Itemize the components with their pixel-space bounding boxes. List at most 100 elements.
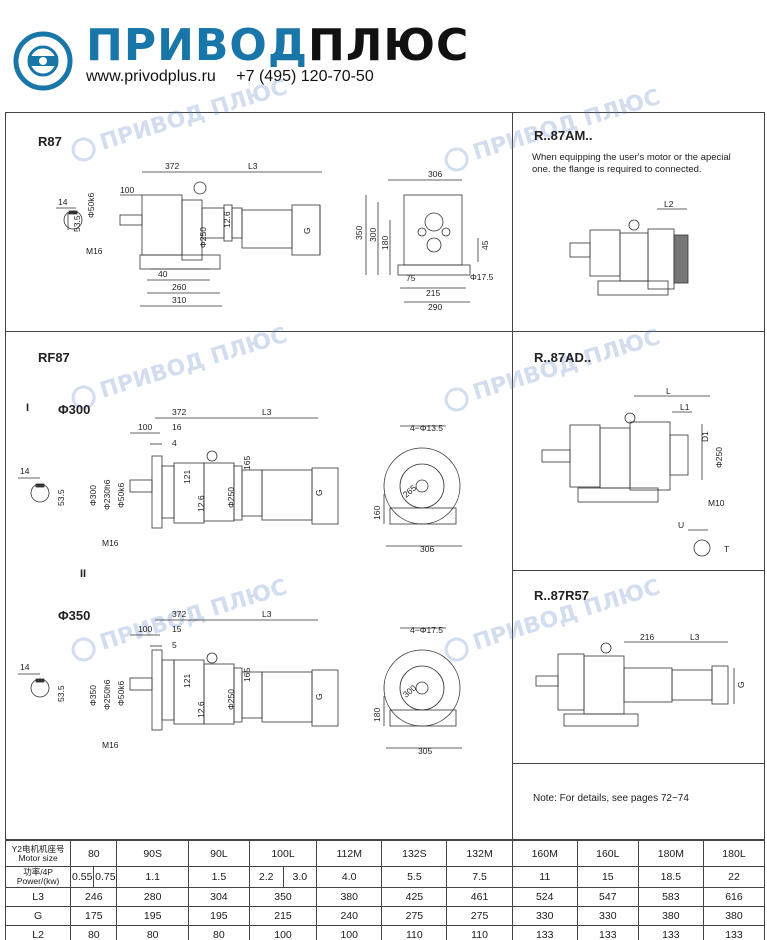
dim-m10: M10 — [708, 498, 725, 508]
variant-label-phi350: Φ350 — [58, 608, 91, 623]
brand-part-1: ПРИВОД — [86, 20, 309, 71]
dim-g: G — [314, 489, 324, 496]
variant-number-2: II — [80, 568, 87, 580]
dim-300: 300 — [368, 228, 378, 242]
page-header: ПРИВОДПЛЮС www.privodplus.ru +7 (495) 12… — [0, 0, 767, 108]
dim-100: 100 — [138, 422, 152, 432]
dim-m16: M16 — [102, 740, 119, 750]
dim-100: 100 — [138, 624, 152, 634]
frame-divider-right-3 — [512, 763, 765, 764]
table-cell: 350 — [248, 887, 318, 907]
table-cell: 80 — [70, 925, 118, 940]
contact-line: www.privodplus.ru +7 (495) 120-70-50 — [86, 68, 390, 86]
drawing-r87am: L2 — [569, 199, 689, 296]
table-cell: 246 — [70, 887, 118, 907]
drawing-r87ad: L L1 D1 Φ250 M10 U T — [541, 386, 729, 557]
table-cell: 3.0 — [282, 866, 318, 888]
panel-title-r87am: R..87AM.. — [534, 128, 593, 143]
panel-title-r87ad: R..87AD.. — [534, 350, 592, 365]
dim-121: 121 — [182, 674, 192, 688]
table-cell: 160M — [511, 840, 578, 867]
table-cell: 175 — [70, 906, 118, 926]
table-cell: 180L — [702, 840, 766, 867]
dim-l3: L3 — [262, 407, 272, 417]
table-cell: 0.55 — [70, 866, 95, 888]
dim-14: 14 — [20, 466, 30, 476]
table-cell: 80 — [116, 925, 189, 940]
table-cell: 100 — [316, 925, 383, 940]
table-cell: 90L — [187, 840, 250, 867]
dim-phi250: Φ250 — [226, 487, 236, 508]
dim-phi250: Φ250 — [714, 447, 724, 468]
brand-part-2: ПЛЮС — [308, 20, 470, 71]
drawing-r87: 372 L3 100 14 Φ50k6 53.5 Φ250 12.6 G M16… — [56, 161, 494, 312]
table-cell: 15 — [576, 866, 639, 888]
table-cell: 304 — [187, 887, 250, 907]
table-cell: 1.5 — [187, 866, 250, 888]
dim-305: 305 — [418, 746, 432, 756]
table-cell: 100L — [248, 840, 318, 867]
dim-l3: L3 — [248, 161, 258, 171]
row-label-l3: L3 — [4, 887, 72, 907]
dim-phi300: Φ300 — [88, 485, 98, 506]
panel-title-r87: R87 — [38, 134, 62, 149]
drawing-rf87-phi300: 372 L3 100 16 4 14 53.5 Φ300 Φ230h6 Φ50k… — [18, 407, 462, 554]
row-label-l2: L2 — [4, 925, 72, 940]
dim-phi250: Φ250 — [226, 689, 236, 710]
dim-215: 215 — [426, 288, 440, 298]
table-cell: 133 — [637, 925, 704, 940]
table-cell: 195 — [187, 906, 250, 926]
dim-5: 5 — [172, 640, 177, 650]
table-cell: 22 — [702, 866, 766, 888]
dim-165: 165 — [242, 456, 252, 470]
dim-75: 75 — [406, 273, 416, 283]
dim-12-6: 12.6 — [196, 701, 206, 718]
drawing-frame — [5, 112, 765, 840]
table-cell: 524 — [511, 887, 578, 907]
table-cell: 275 — [381, 906, 448, 926]
r87am-note: When equipping the user's motor or the a… — [532, 152, 731, 175]
frame-divider-vertical — [512, 112, 513, 840]
dim-53-5: 53.5 — [56, 685, 66, 702]
table-cell: 11 — [511, 866, 578, 888]
dim-l3: L3 — [690, 632, 700, 642]
dim-d1: D1 — [700, 431, 710, 442]
row-label-g: G — [4, 906, 72, 926]
dim-g: G — [302, 227, 312, 234]
table-cell: 180M — [637, 840, 704, 867]
table-cell: 132M — [446, 840, 513, 867]
dim-45: 45 — [480, 240, 490, 250]
dim-180: 180 — [380, 236, 390, 250]
table-cell: 330 — [511, 906, 578, 926]
dim-350: 350 — [354, 226, 364, 240]
table-cell: 80 — [187, 925, 250, 940]
dim-m16: M16 — [102, 538, 119, 548]
dim-l2: L2 — [664, 199, 674, 209]
variant-label-phi300: Φ300 — [58, 402, 91, 417]
dim-l1: L1 — [680, 402, 690, 412]
table-cell: 583 — [637, 887, 704, 907]
frame-divider-right-2 — [512, 570, 765, 571]
dim-260: 260 — [172, 282, 186, 292]
table-cell: 132S — [381, 840, 448, 867]
dim-t: T — [724, 544, 729, 554]
table-cell: 110 — [381, 925, 448, 940]
drawing-r87r57: 216 L3 G — [535, 632, 746, 727]
table-cell: 5.5 — [381, 866, 448, 888]
dim-phi350: Φ350 — [88, 685, 98, 706]
table-cell: 380 — [316, 887, 383, 907]
dim-l3: L3 — [262, 609, 272, 619]
website-link[interactable]: www.privodplus.ru — [86, 68, 216, 85]
table-cell: 240 — [316, 906, 383, 926]
panel-title-r87r57: R..87R57 — [534, 588, 589, 603]
table-cell: 215 — [248, 906, 318, 926]
table-cell: 2.2 — [248, 866, 284, 888]
dim-phi230h6: Φ230h6 — [102, 479, 112, 510]
dim-m16: M16 — [86, 246, 103, 256]
dim-phi17-5: Φ17.5 — [470, 272, 494, 282]
dim-53-5: 53.5 — [56, 489, 66, 506]
frame-divider-right-1 — [512, 331, 765, 332]
dim-4-phi17-5: 4−Φ17.5 — [410, 625, 443, 635]
